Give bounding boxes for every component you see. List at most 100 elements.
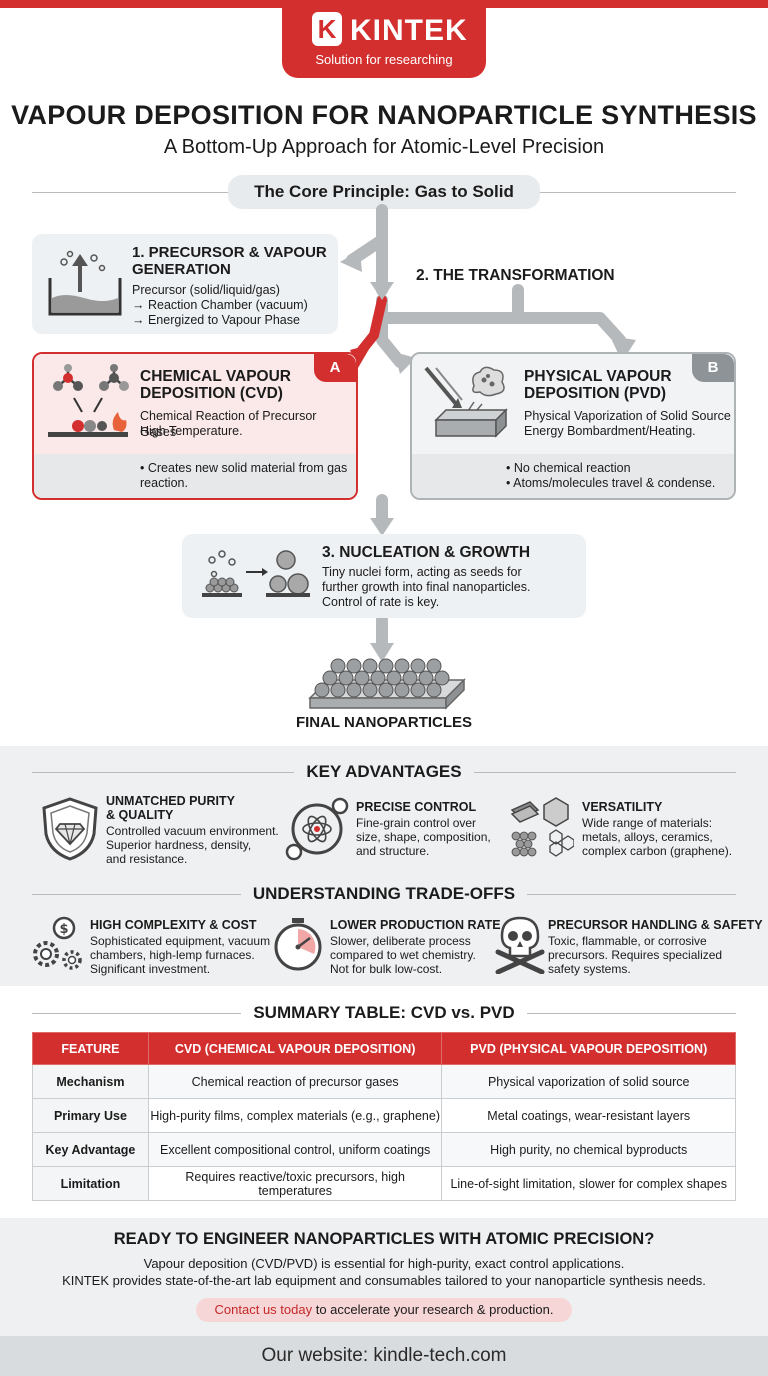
cvd-desc-line1: Chemical Reaction of Precursor Gases [140,409,317,439]
cvd-bullet-line1: • Creates new solid material from gas [140,461,348,475]
column-header: PVD (PHYSICAL VAPOUR DEPOSITION) [441,1032,736,1065]
step3-title: 3. NUCLEATION & GROWTH [322,544,531,561]
pvd-bullet-line1: • No chemical reaction [506,461,631,475]
cvd-bullet-line2: reaction. [140,476,188,490]
advantage-title: UNMATCHED PURITY [106,794,235,808]
advantage-line: complex carbon (graphene). [582,844,733,858]
table-cell: Excellent compositional control, uniform… [147,1132,443,1167]
pvd-desc-line2: Energy Bombardment/Heating. [524,424,696,438]
column-header: FEATURE [32,1032,149,1065]
advantages-heading: KEY ADVANTAGES [294,762,474,781]
advantage-line: Wide range of materials: [582,816,713,830]
tradeoff-line: chambers, high-lemp furnaces. [90,948,255,962]
cta-line1: Vapour deposition (CVD/PVD) is essential… [143,1256,625,1271]
page-subtitle: A Bottom-Up Approach for Atomic-Level Pr… [163,136,605,158]
advantage-line: size, shape, composition, [356,830,491,844]
summary-table: FEATURE CVD (CHEMICAL VAPOUR DEPOSITION)… [32,1032,736,1201]
logo-mark: K [312,12,342,46]
table-header-row: FEATURE CVD (CHEMICAL VAPOUR DEPOSITION)… [32,1032,736,1065]
gears-dollar-icon: $ [33,916,82,970]
cvd-title-line2: DEPOSITION (CVD) [140,385,283,402]
tradeoff-title: HIGH COMPLEXITY & COST [90,918,257,932]
skull-crossbones-icon [495,916,545,974]
step1-line: → Reaction Chamber (vacuum) [132,298,308,312]
cta-heading: READY TO ENGINEER NANOPARTICLES WITH ATO… [113,1230,655,1248]
step3-box: 3. NUCLEATION & GROWTH Tiny nuclei form,… [182,534,586,618]
contact-pill: Contact us today to accelerate your rese… [196,1298,572,1322]
table-cell: Metal coatings, wear-resistant layers [441,1098,736,1133]
summary-heading-wrap: SUMMARY TABLE: CVD vs. PVD [0,1003,768,1023]
tradeoff-line: Toxic, flammable, or corrosive [548,934,707,948]
flow-arrows [340,204,636,662]
nucleation-icon [202,550,310,597]
table-cell: Mechanism [32,1064,149,1099]
tradeoff-line: safety systems. [548,962,631,976]
step3-line: Tiny nuclei form, acting as seeds for [322,565,522,579]
tradeoff-title: LOWER PRODUCTION RATE [330,918,501,932]
brand-logo[interactable]: K KINTEK Solution for researching [282,0,486,78]
advantage-title: & QUALITY [106,808,174,822]
table-row: Primary Use High-purity films, complex m… [32,1098,736,1133]
advantage-title: PRECISE CONTROL [356,800,477,814]
table-cell: Line-of-sight limitation, slower for com… [441,1166,736,1201]
table-cell: High-purity films, complex materials (e.… [147,1098,443,1133]
advantages-section [0,746,768,986]
table-cell: Primary Use [32,1098,149,1133]
advantage-line: and resistance. [106,852,188,866]
cvd-card: A CHEMICAL VAPOUR DEPOSITION (CVD) Chemi… [32,352,358,500]
table-cell: Requires reactive/toxic precursors, high… [147,1166,443,1201]
column-header: CVD (CHEMICAL VAPOUR DEPOSITION) [147,1032,443,1065]
advantage-line: Fine-grain control over [356,816,477,830]
step1-line: → Energized to Vapour Phase [132,313,300,327]
advantage-title: VERSATILITY [582,800,663,814]
step1-box: 1. PRECURSOR & VAPOUR GENERATION Precurs… [32,234,338,334]
step3-line: further growth into final nanoparticles. [322,580,531,594]
table-row: Limitation Requires reactive/toxic precu… [32,1166,736,1201]
final-nanoparticles-label: FINAL NANOPARTICLES [295,714,473,731]
contact-link[interactable]: Contact us today [214,1302,313,1317]
tradeoffs-heading-wrap: UNDERSTANDING TRADE-OFFS [0,884,768,904]
chemical-reaction-icon [48,364,129,437]
materials-grid-icon [510,797,574,857]
tradeoff-line: Significant investment. [90,962,211,976]
pvd-title-line2: DEPOSITION (PVD) [524,385,667,402]
tradeoff-line: Slower, deliberate process [330,934,471,948]
table-row: Mechanism Chemical reaction of precursor… [32,1064,736,1099]
vaporization-icon [424,366,508,438]
tradeoff-line: precursors. Requires specialized [548,948,723,962]
table-cell: High purity, no chemical byproducts [441,1132,736,1167]
cta-line2: KINTEK provides state-of-the-art lab equ… [62,1273,706,1288]
advantages-heading-wrap: KEY ADVANTAGES [0,762,768,782]
step1-title-line2: GENERATION [132,261,231,278]
table-cell: Limitation [32,1166,149,1201]
table-cell: Key Advantage [32,1132,149,1167]
pvd-bullet-line2: • Atoms/molecules travel & condense. [506,476,716,490]
tradeoff-title: PRECURSOR HANDLING & SAFETY [548,918,763,932]
step1-title-line1: 1. PRECURSOR & VAPOUR [132,244,327,261]
pvd-card: B PHYSICAL VAPOUR DEPOSITION (PVD) Physi… [410,352,736,500]
svg-text:$: $ [59,922,68,937]
stopwatch-icon [274,918,322,971]
cvd-desc-line2: High Temperature. [140,424,243,438]
page-title: VAPOUR DEPOSITION FOR NANOPARTICLE SYNTH… [11,100,757,130]
cvd-title-line1: CHEMICAL VAPOUR [140,368,291,385]
vapour-generation-icon [48,250,122,316]
brand-tagline: Solution for researching [315,52,453,67]
step3-line: Control of rate is key. [322,595,440,609]
contact-text: to accelerate your research & production… [312,1302,554,1317]
tradeoff-line: compared to wet chemistry. [330,948,476,962]
pvd-badge: B [692,354,734,382]
advantage-line: Controlled vacuum environment. [106,824,279,838]
pvd-desc-line1: Physical Vaporization of Solid Source [524,409,731,423]
advantage-line: and structure. [356,844,430,858]
tradeoff-line: Sophisticated equipment, vacuum [90,934,271,948]
brand-name: KINTEK [350,14,468,47]
cvd-badge: A [314,354,356,382]
table-cell: Chemical reaction of precursor gases [147,1064,443,1099]
advantage-line: metals, alloys, ceramics, [582,830,713,844]
website-footer[interactable]: Our website: kindle-tech.com [0,1336,768,1376]
table-row: Key Advantage Excellent compositional co… [32,1132,736,1167]
core-principle-pill: The Core Principle: Gas to Solid [228,175,540,209]
table-cell: Physical vaporization of solid source [441,1064,736,1099]
pvd-title-line1: PHYSICAL VAPOUR [524,368,672,385]
